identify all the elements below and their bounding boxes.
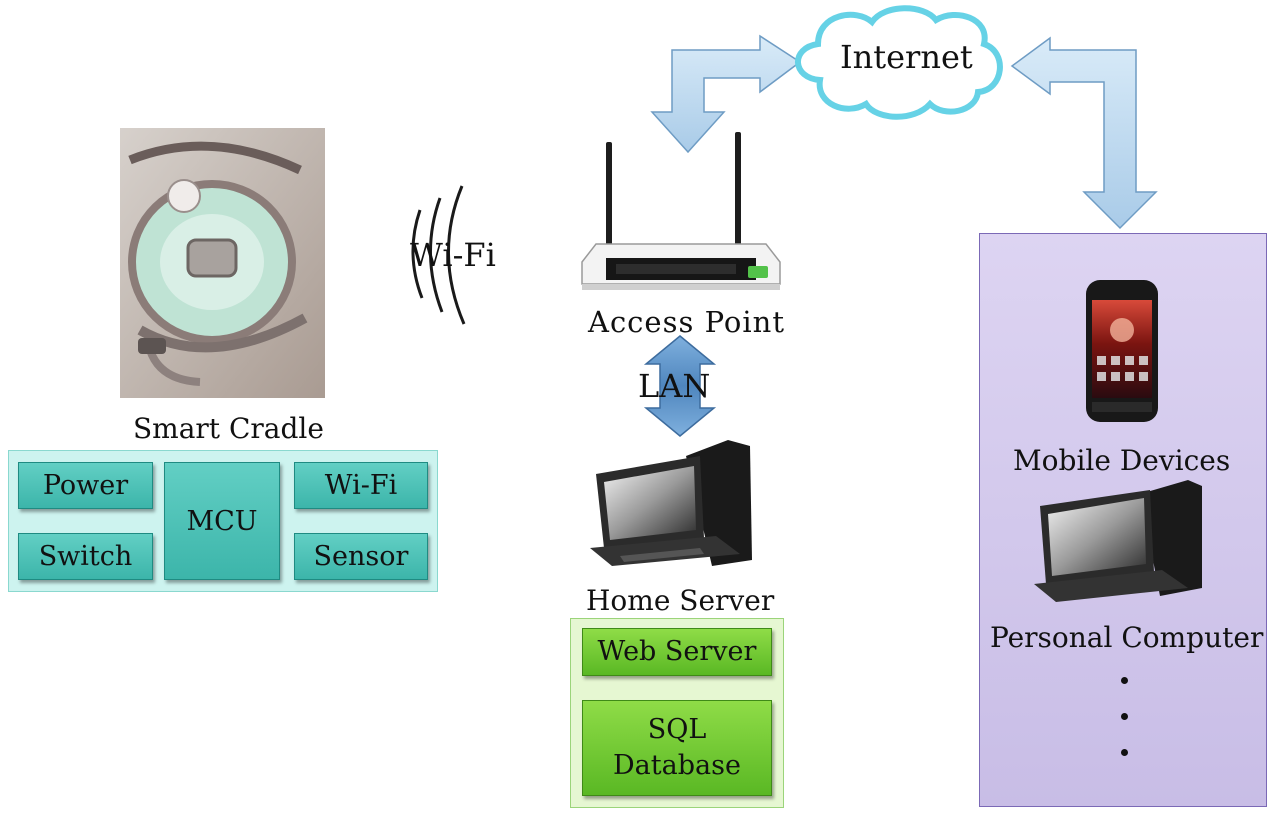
power-module: Power xyxy=(18,462,153,509)
switch-module: Switch xyxy=(18,533,153,580)
sensor-module: Sensor xyxy=(294,533,428,580)
mobile-phone-icon xyxy=(1086,280,1158,422)
lan-label: LAN xyxy=(638,367,711,405)
lan-arrow xyxy=(643,335,717,437)
access-point-label: Access Point xyxy=(588,305,785,339)
internet-label: Internet xyxy=(840,38,973,76)
personal-computer-icon xyxy=(1034,480,1202,602)
internet-cloud-icon xyxy=(795,5,1003,120)
sql-database-line2: Database xyxy=(613,750,741,781)
more-devices-dot xyxy=(1121,677,1128,684)
wifi-module: Wi-Fi xyxy=(294,462,428,509)
mcu-module: MCU xyxy=(164,462,280,580)
sql-database-line1: SQL xyxy=(647,713,707,745)
mobile-devices-label: Mobile Devices xyxy=(1013,444,1231,477)
smart-cradle-label: Smart Cradle xyxy=(133,412,324,445)
web-server-module: Web Server xyxy=(582,628,772,676)
sql-database-module: SQL Database xyxy=(582,700,772,796)
router-icon xyxy=(581,132,781,290)
arrow-cloud-to-devices xyxy=(1010,36,1158,230)
more-devices-dot xyxy=(1121,749,1128,756)
more-devices-dot xyxy=(1121,713,1128,720)
home-server-label: Home Server xyxy=(586,584,775,617)
smart-cradle-photo xyxy=(120,128,325,398)
wifi-label: Wi-Fi xyxy=(410,236,496,274)
arrow-cloud-to-access-point xyxy=(650,34,802,154)
home-server-computer-icon xyxy=(590,440,752,566)
personal-computer-label: Personal Computer xyxy=(990,621,1264,654)
wifi-signal-icon xyxy=(411,185,466,325)
